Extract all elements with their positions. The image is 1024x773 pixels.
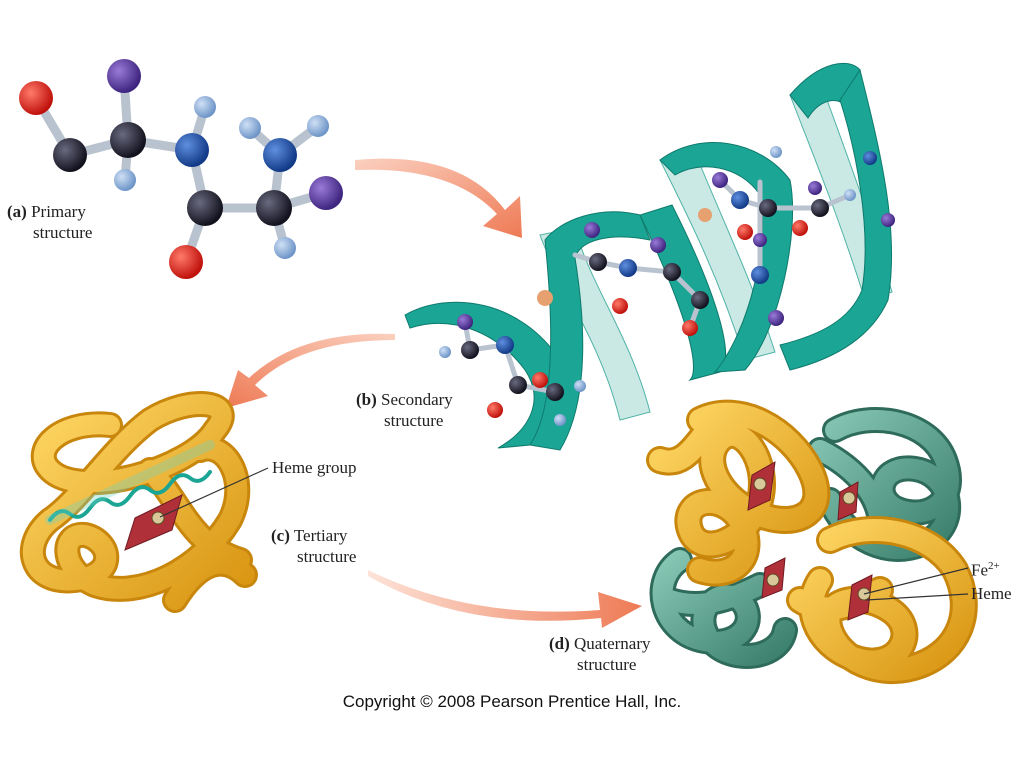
label-heme-group: Heme group (272, 458, 357, 477)
side-chain-atom (698, 208, 712, 222)
arrow-secondary-to-tertiary (226, 333, 395, 408)
copyright-notice: Copyright © 2008 Pearson Prentice Hall, … (342, 692, 682, 711)
label-tertiary-structure: (c) Tertiary structure (271, 526, 357, 566)
side-chain-atom (808, 181, 822, 195)
oxygen-atom (19, 81, 53, 115)
heme-group-leader-line (159, 467, 269, 518)
carbon-atom (53, 138, 87, 172)
label-letter: (b) (356, 390, 377, 409)
carbon-atom (759, 199, 777, 217)
label-letter: (a) (7, 202, 27, 221)
helix-segment (48, 470, 212, 522)
nitrogen-atom (263, 138, 297, 172)
oxygen-atom (792, 220, 808, 236)
hydrogen-atom (844, 189, 856, 201)
oxygen-atom (612, 298, 628, 314)
nitrogen-atom (175, 133, 209, 167)
carbon-atom (509, 376, 527, 394)
carbon-atom (461, 341, 479, 359)
arrow-primary-to-secondary (355, 158, 522, 238)
quaternary-heme-groups (747, 461, 873, 621)
carbon-atom (691, 291, 709, 309)
tertiary-structure-tube (19, 391, 258, 613)
hydrogen-atom (239, 117, 261, 139)
carbon-atom (811, 199, 829, 217)
nitrogen-atom (619, 259, 637, 277)
hydrogen-atom (770, 146, 782, 158)
side-chain-atom (712, 172, 728, 188)
side-chain-atom (650, 237, 666, 253)
hydrogen-atom (194, 96, 216, 118)
oxygen-atom (532, 372, 548, 388)
label-primary-structure: (a) Primary structure (7, 202, 93, 242)
side-chain-atom (537, 290, 553, 306)
quaternary-structure (646, 399, 978, 684)
heme-group-plate (124, 494, 183, 551)
nitrogen-atom (863, 151, 877, 165)
label-quaternary-structure: (d) Quaternary structure (549, 634, 651, 674)
side-chain-atom (309, 176, 343, 210)
hydrogen-atom (439, 346, 451, 358)
carbon-atom (663, 263, 681, 281)
label-secondary-structure: (b) Secondary structure (356, 390, 453, 430)
carbon-atom (110, 122, 146, 158)
carbon-atom (546, 383, 564, 401)
side-chain-atom (107, 59, 141, 93)
label-letter: (d) (549, 634, 570, 653)
side-chain-atom (753, 233, 767, 247)
label-fe-ion: Fe2+ (971, 560, 1000, 580)
hydrogen-atom (307, 115, 329, 137)
carbon-atom (589, 253, 607, 271)
fe-leader-line (863, 567, 969, 595)
oxygen-atom (487, 402, 503, 418)
hydrogen-atom (574, 380, 586, 392)
oxygen-atom (737, 224, 753, 240)
carbon-atom (256, 190, 292, 226)
arrow-tertiary-to-quaternary (368, 570, 642, 628)
side-chain-atom (881, 213, 895, 227)
label-heme: Heme (971, 584, 1012, 603)
nitrogen-atom (496, 336, 514, 354)
oxygen-atom (169, 245, 203, 279)
nitrogen-atom (731, 191, 749, 209)
alpha-helix-ribbon (404, 62, 895, 451)
primary-structure-molecule (19, 59, 343, 279)
side-chain-atom (584, 222, 600, 238)
carbon-atom (187, 190, 223, 226)
side-chain-atom (768, 310, 784, 326)
hydrogen-atom (554, 414, 566, 426)
hydrogen-atom (114, 169, 136, 191)
side-chain-atom (457, 314, 473, 330)
oxygen-atom (682, 320, 698, 336)
heme-leader-line (865, 593, 969, 601)
nitrogen-atom (751, 266, 769, 284)
hydrogen-atom (274, 237, 296, 259)
label-letter: (c) (271, 526, 290, 545)
